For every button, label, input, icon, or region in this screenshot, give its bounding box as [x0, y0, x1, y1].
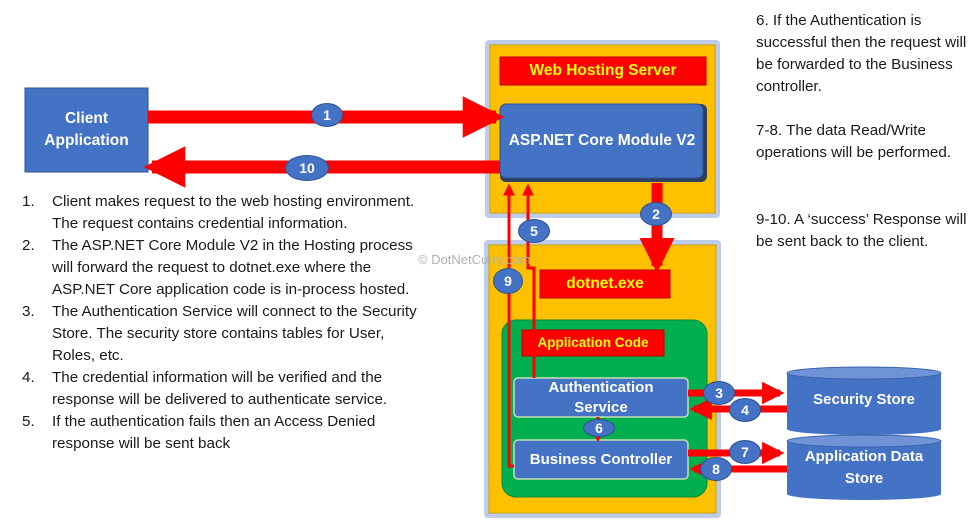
step-text: The ASP.NET Core Module V2 in the Hostin… [52, 237, 413, 298]
step-number: 4. [22, 369, 35, 386]
badge-10: 10 [285, 155, 329, 181]
note-6: 6. If the Authentication is successful t… [756, 12, 967, 95]
step-text: The Authentication Service will connect … [52, 303, 417, 364]
badge-7: 7 [729, 440, 761, 464]
application-code-label: Application Code [537, 335, 649, 350]
app-data-store-label: Application Data Store [804, 448, 924, 487]
badge-6: 6 [583, 419, 615, 437]
step-item: 2. The ASP.NET Core Module V2 in the Host… [22, 235, 422, 301]
badge-4: 4 [729, 398, 761, 422]
steps-list: 1. Client makes request to the web hostin… [22, 191, 422, 455]
dotnet-label: dotnet.exe [566, 275, 644, 292]
badge-3: 3 [703, 381, 735, 405]
step-number: 1. [22, 193, 35, 210]
note-7-8: 7-8. The data Read/Write operations will… [756, 122, 952, 161]
app-data-store-top [786, 434, 942, 448]
client-box [24, 87, 149, 173]
step-number: 5. [22, 413, 35, 430]
step-text: If the authentication fails then an Acce… [52, 413, 376, 452]
hosting-server-banner [499, 56, 707, 86]
auth-service-box [513, 377, 689, 418]
business-controller-label: Business Controller [529, 450, 673, 468]
app-data-store-bottom [787, 488, 941, 500]
security-store-body [787, 373, 941, 429]
badge-9: 9 [493, 268, 523, 294]
step-item: 5. If the authentication fails then an Ac… [22, 411, 422, 455]
step-item: 4. The credential information will be ver… [22, 367, 422, 411]
security-store-bottom [787, 423, 941, 435]
step-number: 3. [22, 303, 35, 320]
step-number: 2. [22, 237, 35, 254]
step-item: 1. Client makes request to the web hostin… [22, 191, 422, 235]
badge-2: 2 [640, 202, 672, 226]
app-data-store-body [787, 441, 941, 494]
watermark: © DotNetCurry.com [418, 252, 531, 267]
core-module-label: ASP.NET Core Module V2 [508, 132, 696, 149]
security-store-label: Security Store [813, 391, 915, 408]
badge-8: 8 [700, 457, 732, 481]
hosting-server-title: Web Hosting Server [529, 62, 677, 79]
security-store-top [786, 366, 942, 380]
step-text: Client makes request to the web hosting … [52, 193, 415, 232]
client-label: Client Application [44, 110, 129, 149]
step-item: 3. The Authentication Service will connec… [22, 301, 422, 367]
badge-1: 1 [311, 103, 343, 127]
step-text: The credential information will be verif… [52, 369, 388, 408]
auth-service-label: Authentication Service [548, 378, 654, 416]
dotnet-banner [539, 269, 671, 299]
application-code-banner [521, 329, 665, 357]
badge-5: 5 [518, 219, 550, 243]
core-module-box [499, 103, 704, 179]
note-9-10: 9-10. A ‘success’ Response will be sent … [756, 211, 967, 250]
